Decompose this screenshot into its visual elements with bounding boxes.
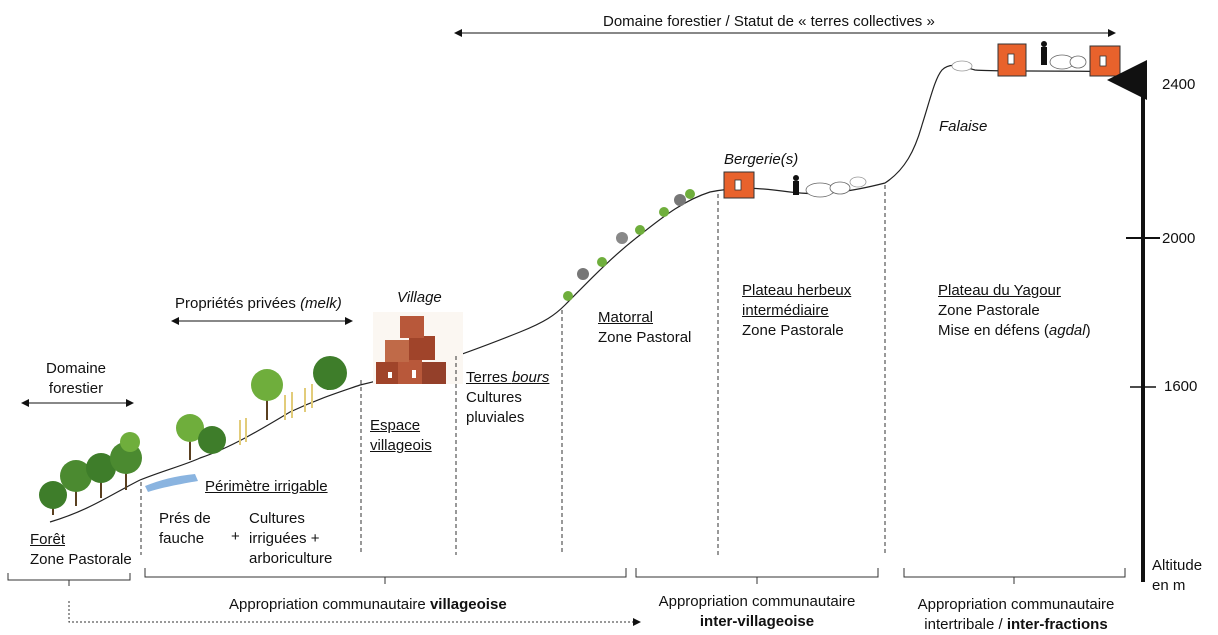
espace-line2: villageois [370, 437, 432, 454]
yagour-title: Plateau du Yagour [938, 282, 1061, 299]
top-span-label: Domaine forestier / Statut de « terres c… [603, 13, 935, 30]
orchard-trees [176, 356, 347, 460]
zone-cultures: Cultures irriguées + arboriculture [249, 509, 332, 569]
cultures-line1: Cultures [249, 510, 305, 527]
terres-term: bours [511, 369, 550, 386]
espace-line1: Espace [370, 417, 421, 434]
zone-pres: Prés de fauche [159, 509, 211, 549]
cultures-line2: irriguées + [249, 530, 320, 547]
foret-line2: Zone Pastorale [30, 551, 132, 568]
left-span-label: Domaine forestier [16, 359, 136, 399]
appropriation-inter-fractions: Appropriation communautaire intertribale… [898, 595, 1134, 635]
pres-line1: Prés de [159, 510, 211, 527]
private-label: Propriétés privées [175, 295, 296, 312]
zone-separators [140, 185, 886, 555]
brackets [7, 568, 1126, 586]
app-vill-bold: villageoise [429, 596, 507, 613]
terres-line3: pluviales [466, 409, 525, 426]
plateau-herbeux-title1: Plateau herbeux [742, 282, 852, 299]
appropriation-dotted-arrow [68, 601, 641, 626]
pres-line2: fauche [159, 530, 205, 547]
app-intervill-bold: inter-villageoise [699, 613, 815, 630]
matorral-shrubs [563, 189, 695, 301]
app-intervill-line1: Appropriation communautaire [658, 593, 856, 610]
alt-label-2400: 2400 [1162, 76, 1196, 93]
water-stream [145, 474, 198, 492]
cultures-line3: arboriculture [249, 550, 333, 567]
matorral-line2: Zone Pastoral [598, 329, 692, 346]
app-interfrac-prefix: intertribale / [924, 616, 1007, 633]
yagour-line3: Mise en défens (agdal) [938, 321, 1091, 341]
yagour-line2: Zone Pastorale [938, 302, 1040, 319]
left-span-line1: Domaine [45, 360, 107, 377]
plateau-herbeux-title2: intermédiaire [742, 302, 829, 319]
matorral-title: Matorral [598, 309, 654, 326]
zone-foret: Forêt Zone Pastorale [30, 530, 132, 570]
yagour-line3-prefix: Mise en défens ( [938, 322, 1049, 339]
falaise-label: Falaise [939, 118, 988, 135]
appropriation-inter-villageoise: Appropriation communautaire inter-villag… [636, 592, 878, 632]
zone-terres: Terres bours Cultures pluviales [466, 368, 549, 428]
left-span-line2: forestier [48, 380, 104, 397]
yagour-line3-term: agdal [1048, 322, 1086, 339]
plus-sign: + [231, 528, 240, 545]
private-span-label: Propriétés privées (melk) [175, 294, 342, 314]
zone-yagour: Plateau du Yagour Zone Pastorale Mise en… [938, 281, 1091, 341]
bergerie-middle [723, 171, 867, 199]
foret-title: Forêt [30, 531, 66, 548]
zone-perimetre-title: Périmètre irrigable [205, 478, 328, 495]
bergerie-label: Bergerie(s) [724, 151, 799, 168]
app-interfrac-bold: inter-fractions [1006, 616, 1108, 633]
altitude-label-line2: en m [1152, 577, 1186, 594]
yagour-line3-suffix: ) [1085, 322, 1091, 339]
zone-espace: Espace villageois [370, 416, 432, 456]
private-term: (melk) [300, 295, 342, 312]
terres-title: Terres bours [466, 368, 549, 388]
zone-matorral: Matorral Zone Pastoral [598, 308, 691, 348]
terrain-profile [49, 64, 1121, 523]
zone-plateau-herbeux: Plateau herbeux intermédiaire Zone Pasto… [742, 281, 851, 341]
alt-label-1600: 1600 [1164, 378, 1198, 395]
plateau-herbeux-line3: Zone Pastorale [742, 322, 844, 339]
altitude-unit-label: Altitude en m [1152, 556, 1202, 596]
app-interfrac-line2: intertribale / inter-fractions [898, 615, 1134, 635]
village-illustration [373, 312, 463, 384]
terres-line2: Cultures [466, 389, 522, 406]
appropriation-villageoise: Appropriation communautaire villageoise [229, 595, 507, 615]
alt-label-2000: 2000 [1162, 230, 1196, 247]
altitude-label-line1: Altitude [1152, 557, 1203, 574]
app-vill-prefix: Appropriation communautaire [229, 596, 430, 613]
terres-prefix: Terres [466, 369, 512, 386]
forest-trees [39, 432, 142, 515]
app-interfrac-line1: Appropriation communautaire [917, 596, 1115, 613]
village-label: Village [397, 289, 442, 306]
